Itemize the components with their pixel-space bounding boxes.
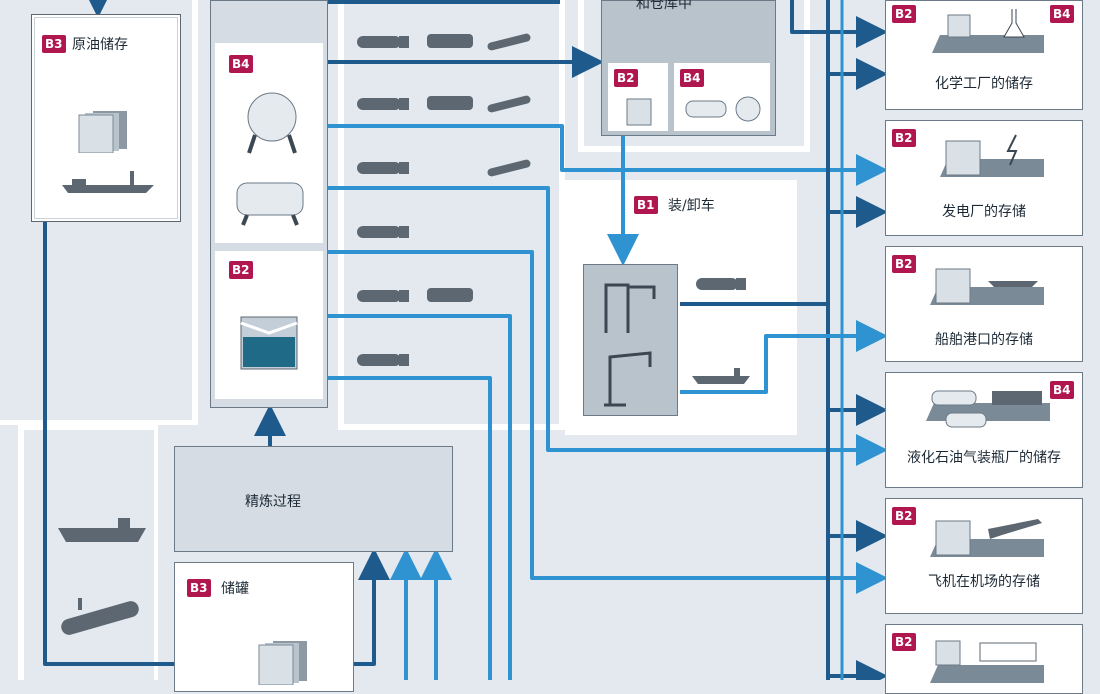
loading-arm-icon — [604, 283, 656, 333]
badge-b3: B3 — [42, 35, 66, 53]
chemical-plant-icon — [932, 9, 1044, 53]
badge-b2: B2 — [892, 255, 916, 273]
refining-process-label: 精炼过程 — [245, 494, 301, 510]
badge-b2: B2 — [614, 69, 638, 87]
pipeline-icon — [487, 33, 531, 51]
intermediate-b4-cell: B4 — [674, 63, 770, 131]
destination-label: 液化石油气装瓶厂的储存 — [907, 450, 1061, 466]
rail-tanker-icon — [427, 288, 473, 302]
destination-label: 发电厂的存储 — [942, 204, 1026, 220]
tanker-ship-icon — [58, 518, 146, 542]
truck-icon — [357, 36, 409, 48]
crude-oil-storage-label: 原油储存 — [72, 37, 128, 53]
destination-label: 船舶港口的存储 — [935, 332, 1033, 348]
badge-b2: B2 — [892, 633, 916, 651]
truck-icon — [357, 290, 409, 302]
badge-b2: B2 — [892, 129, 916, 147]
badge-b4: B4 — [680, 69, 704, 87]
storage-tank-icon — [258, 641, 307, 685]
badge-b2: B2 — [892, 5, 916, 23]
building-icon — [930, 640, 1044, 683]
truck-icon — [357, 98, 409, 110]
rail-tanker-icon — [427, 34, 473, 48]
badge-b2: B2 — [892, 507, 916, 525]
badge-b4: B4 — [1050, 5, 1074, 23]
badge-b3: B3 — [187, 579, 211, 597]
horizontal-tank-icon — [236, 182, 304, 226]
destination-airport: B2 飞机在机场的存储 — [885, 498, 1083, 614]
ship-port-icon — [930, 268, 1044, 305]
gas-storage-panel: B4 — [215, 43, 323, 243]
ship-icon — [62, 171, 154, 193]
pipeline-icon — [487, 95, 531, 113]
destination-lpg-bottling: B4 液化石油气装瓶厂的储存 — [885, 372, 1083, 488]
intermediate-b2-cell: B2 — [608, 63, 668, 131]
badge-b2: B2 — [229, 261, 253, 279]
badge-b1: B1 — [634, 196, 658, 214]
liquid-storage-panel: B2 — [215, 251, 323, 399]
loading-station-box — [583, 264, 678, 416]
truck-icon — [696, 278, 746, 290]
refinery-product-column: B4 B2 — [210, 0, 328, 408]
power-plant-icon — [940, 134, 1044, 177]
pipeline-icon — [61, 598, 139, 635]
tank-cutaway-icon — [240, 316, 298, 370]
truck-icon — [357, 226, 409, 238]
routes-panel-inner — [344, 0, 559, 424]
destination-label: 飞机在机场的存储 — [928, 574, 1040, 590]
refining-process-box: 精炼过程 — [174, 446, 453, 552]
intermediate-storage-box: 和仓库中 B2 B4 — [601, 0, 776, 136]
ship-icon — [692, 368, 750, 384]
storage-tank-icon — [78, 111, 127, 153]
crude-oil-storage-box: B3 原油储存 — [31, 14, 181, 222]
airport-icon — [930, 519, 1044, 557]
transport-icons — [357, 33, 531, 366]
destination-building: B2 — [885, 624, 1083, 694]
destination-power-plant: B2 发电厂的存储 — [885, 120, 1083, 236]
lpg-plant-icon — [926, 390, 1050, 428]
spherical-tank-icon — [247, 92, 297, 154]
truck-icon — [357, 162, 409, 174]
loading-label: 装/卸车 — [668, 198, 715, 214]
gas-tanks-icon — [685, 96, 761, 122]
destination-ship-port: B2 船舶港口的存储 — [885, 246, 1083, 362]
pipeline-icon — [487, 159, 531, 177]
storage-tank-icon — [626, 98, 652, 126]
badge-b4: B4 — [1050, 381, 1074, 399]
destination-chemical-plant: B2 B4 化学工厂的储存 — [885, 0, 1083, 110]
truck-icon — [357, 354, 409, 366]
flow-lines — [43, 0, 888, 680]
badge-b4: B4 — [229, 55, 253, 73]
destination-label: 化学工厂的储存 — [935, 76, 1033, 92]
rail-tanker-icon — [427, 96, 473, 110]
tank-storage-box: B3 储罐 — [174, 562, 354, 692]
marine-loading-arm-icon — [604, 351, 652, 407]
intermediate-storage-title: 和仓库中 — [636, 0, 692, 12]
tank-storage-label: 储罐 — [221, 581, 249, 597]
